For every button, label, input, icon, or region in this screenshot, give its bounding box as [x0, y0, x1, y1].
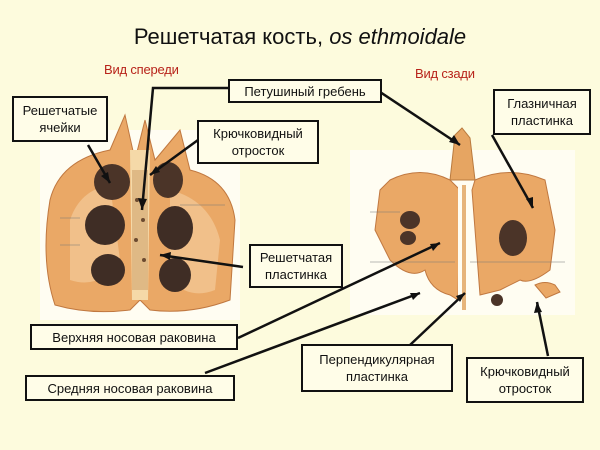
label-line: Верхняя носовая раковина [52, 329, 216, 345]
label-line: пластинка [511, 113, 573, 128]
label-line: Глазничная [507, 96, 577, 111]
label-line: отросток [498, 381, 552, 396]
label-line: ячейки [39, 120, 81, 135]
label-cribriform-plate: Решетчатая пластинка [249, 244, 343, 288]
label-line: Решетчатые [22, 103, 98, 118]
title-latin: os ethmoidale [329, 24, 467, 49]
label-uncinate-process-back: Крючковидный отросток [466, 357, 584, 403]
diagram-title: Решетчатая кость, os ethmoidale [0, 24, 600, 50]
label-uncinate-process-front: Крючковидный отросток [197, 120, 319, 164]
label-perpendicular-plate: Перпендикулярная пластинка [301, 344, 453, 392]
label-line: пластинка [346, 369, 408, 384]
title-main: Решетчатая кость, [133, 24, 324, 49]
label-middle-concha: Средняя носовая раковина [25, 375, 235, 401]
label-orbital-plate: Глазничная пластинка [493, 89, 591, 135]
label-line: пластинка [265, 267, 327, 282]
label-superior-concha: Верхняя носовая раковина [30, 324, 238, 350]
label-line: Крючковидный [213, 126, 303, 141]
label-line: Крючковидный [480, 364, 570, 379]
label-line: Решетчатая [259, 250, 333, 265]
label-line: Петушиный гребень [244, 83, 366, 99]
label-line: отросток [231, 143, 285, 158]
front-view-label: Вид спереди [104, 62, 179, 77]
label-ethmoid-cells: Решетчатые ячейки [12, 96, 108, 142]
label-crista-galli: Петушиный гребень [228, 79, 382, 103]
back-view-label: Вид сзади [415, 66, 475, 81]
front-view-illustration [40, 113, 240, 320]
label-line: Перпендикулярная [319, 352, 435, 367]
label-line: Средняя носовая раковина [47, 380, 213, 396]
